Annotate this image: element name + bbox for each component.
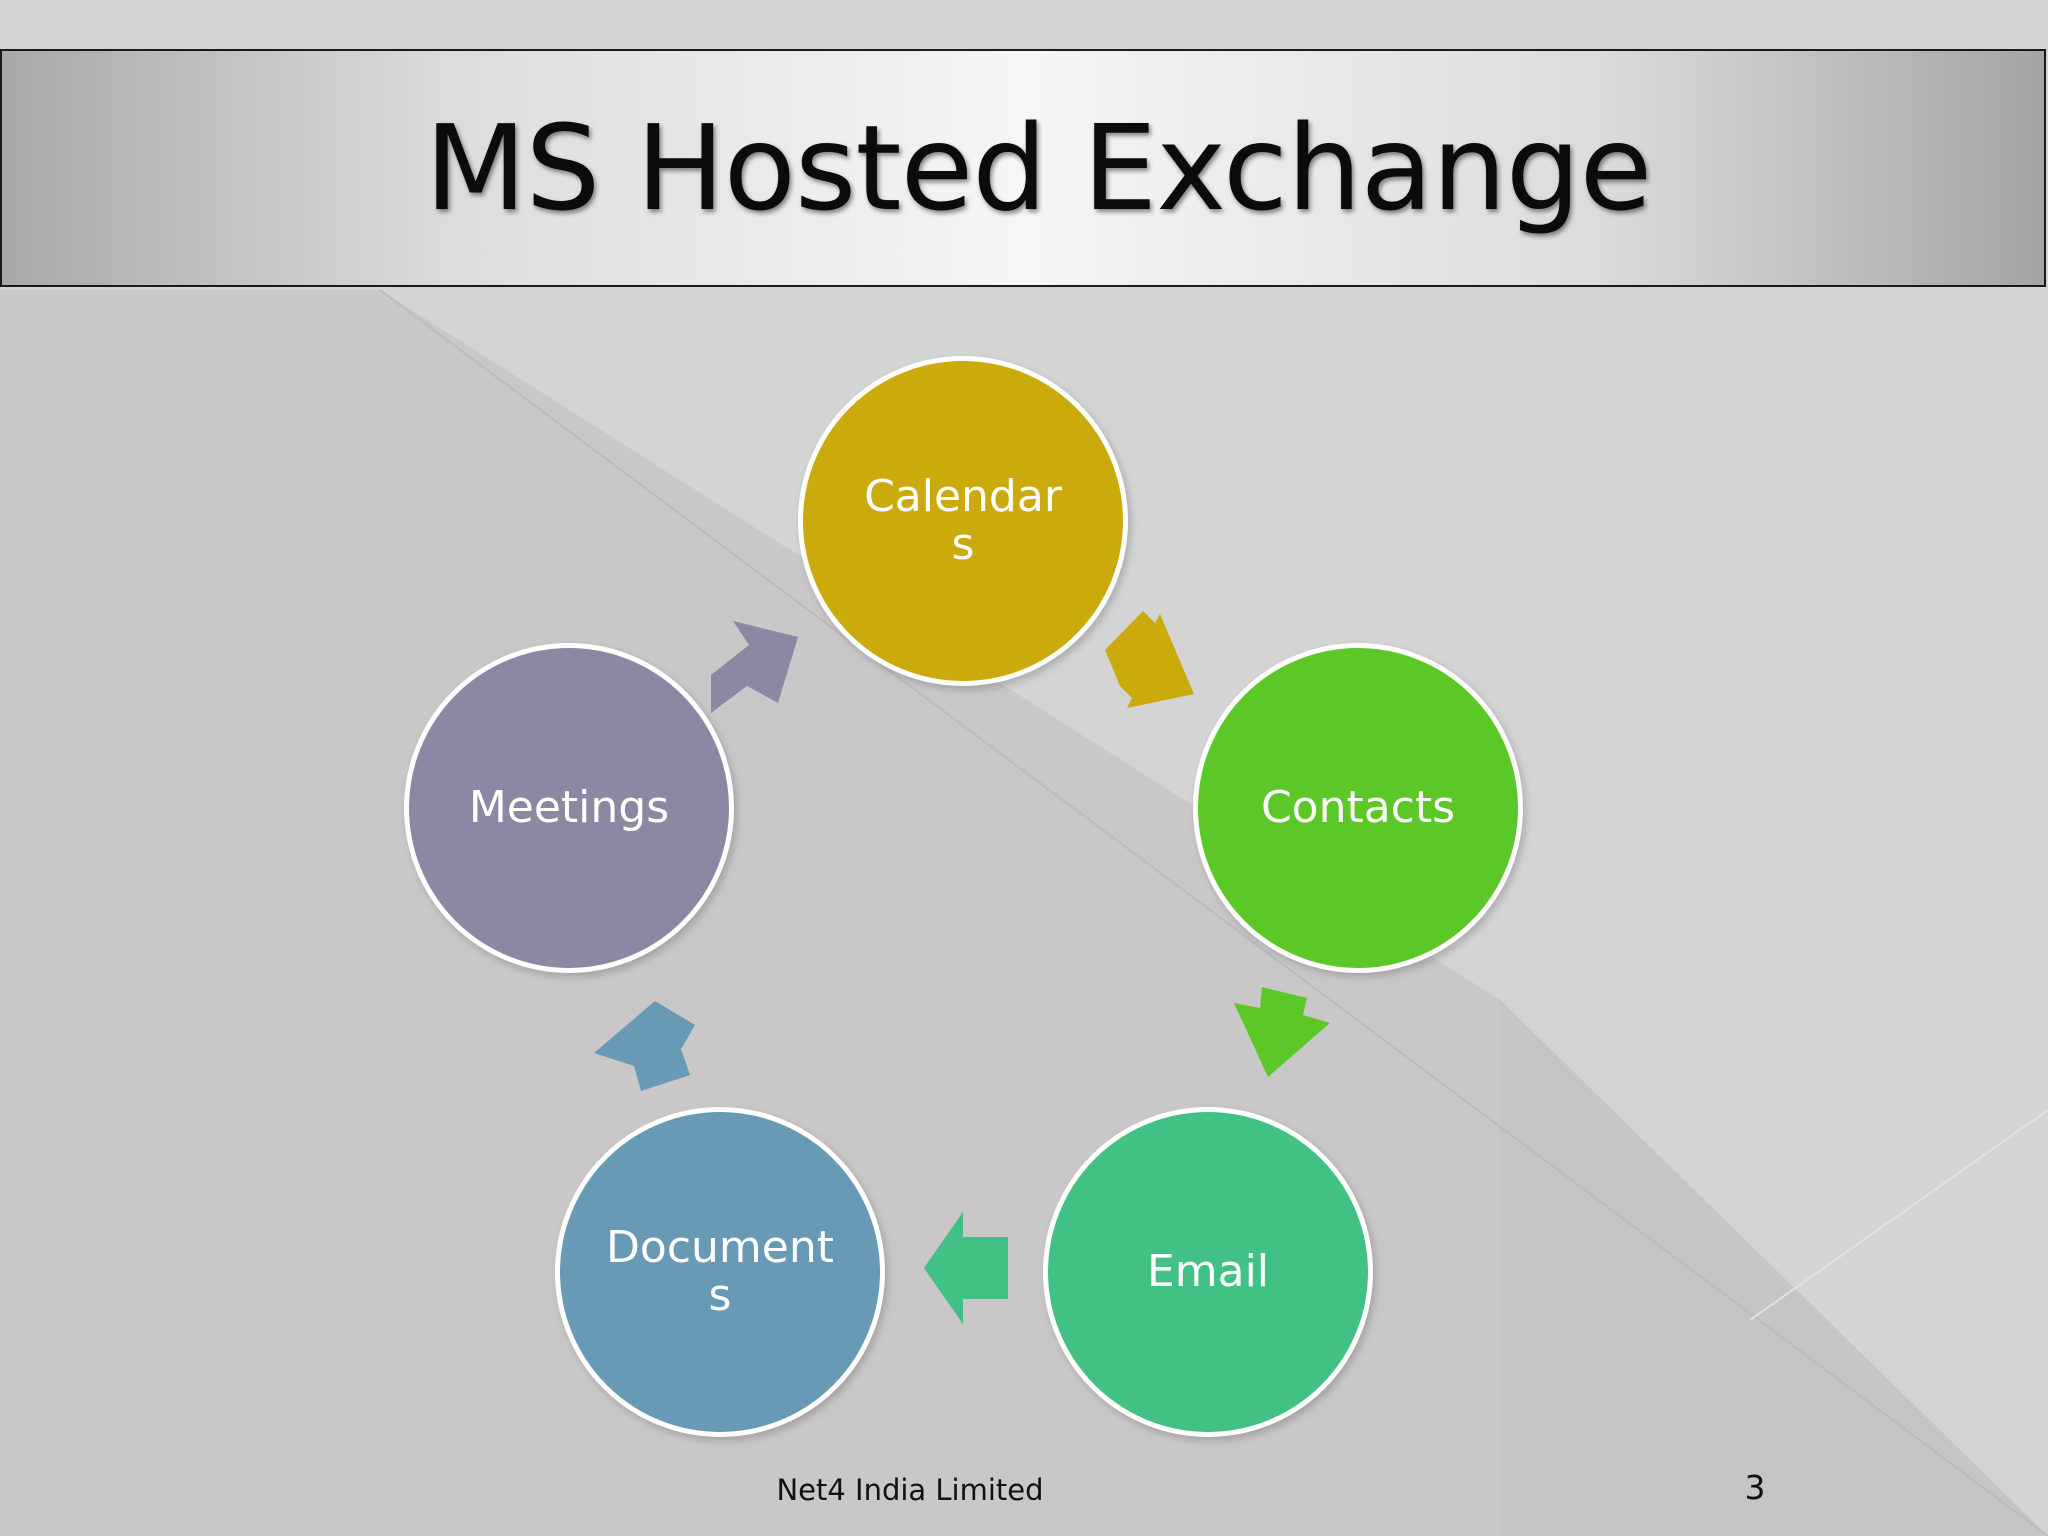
cycle-node-meetings: Meetings bbox=[404, 643, 734, 973]
page-number: 3 bbox=[1744, 1468, 1766, 1507]
cycle-node-calendars: Calendar s bbox=[798, 356, 1128, 686]
slide-title: MS Hosted Exchange bbox=[424, 99, 1652, 237]
cycle-node-documents: Document s bbox=[555, 1107, 885, 1437]
slide-footer: Net4 India Limited bbox=[776, 1473, 1044, 1507]
cycle-node-email: Email bbox=[1043, 1107, 1373, 1437]
cycle-node-contacts: Contacts bbox=[1193, 643, 1523, 973]
cycle-node-label: Calendar s bbox=[864, 470, 1062, 570]
cycle-node-label: Email bbox=[1146, 1245, 1270, 1297]
cycle-node-label: Document s bbox=[606, 1221, 834, 1321]
cycle-node-label: Meetings bbox=[468, 781, 670, 833]
title-bar: MS Hosted Exchange bbox=[0, 49, 2046, 287]
cycle-node-label: Contacts bbox=[1260, 781, 1456, 833]
